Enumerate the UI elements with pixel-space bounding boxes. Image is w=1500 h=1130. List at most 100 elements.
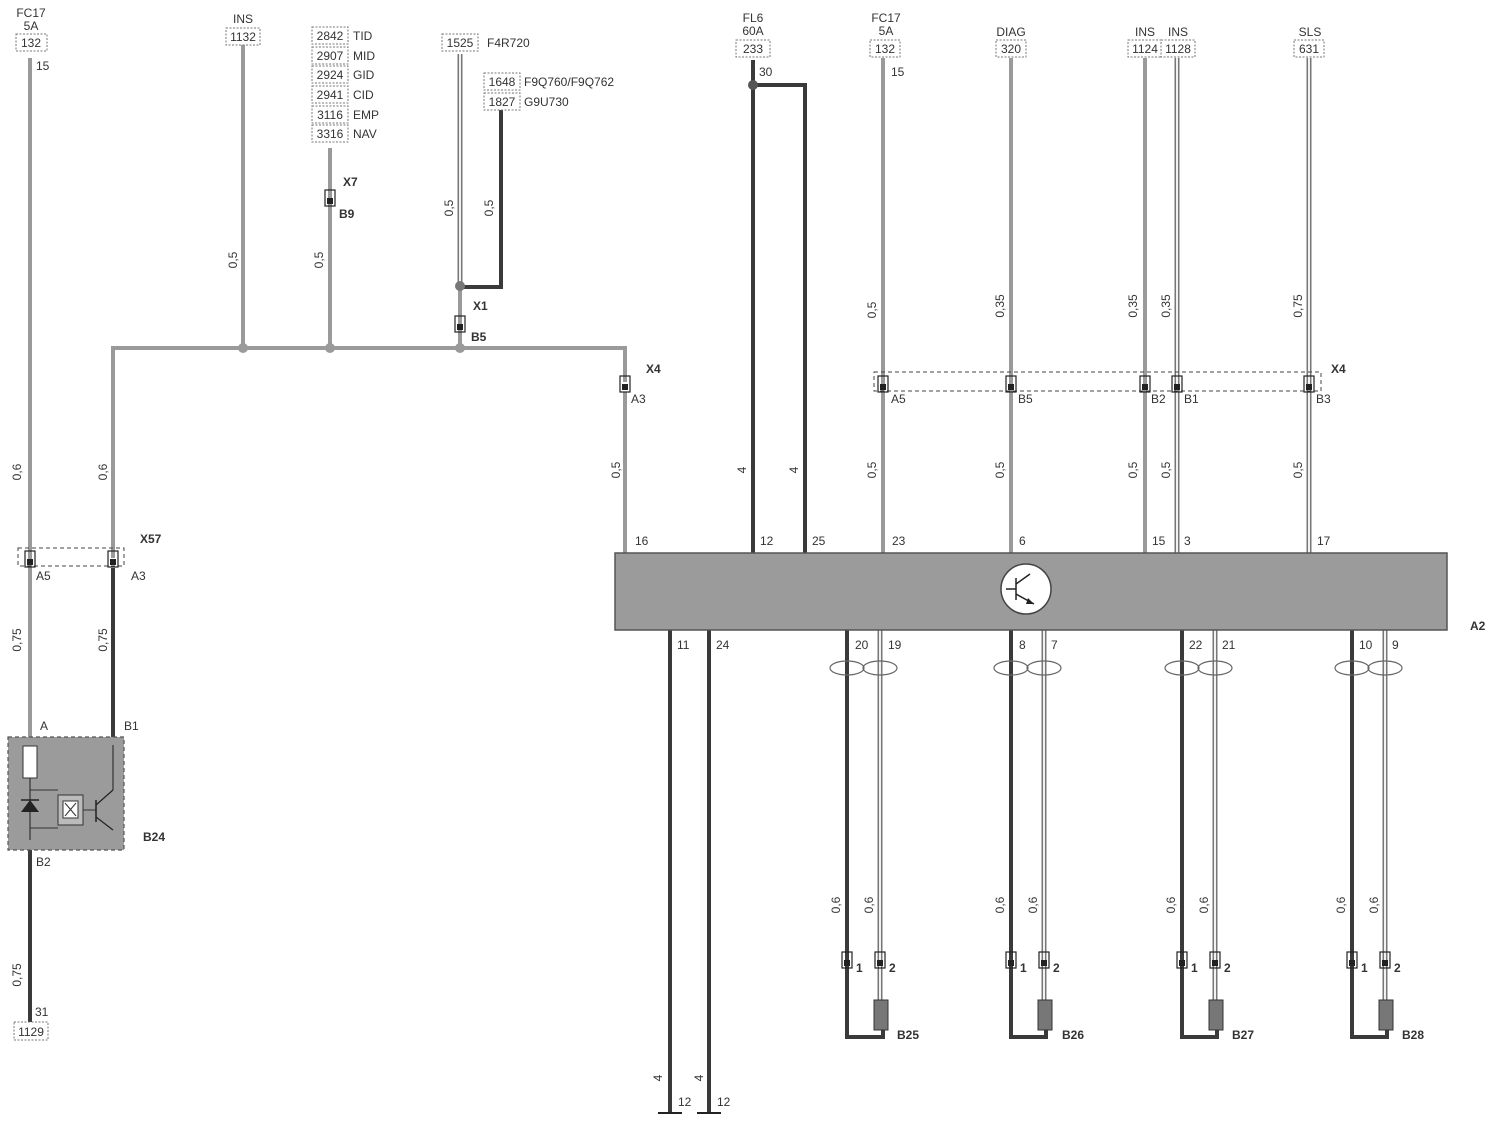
connector-symbols bbox=[24, 189, 1391, 969]
svg-text:0,5: 0,5 bbox=[1291, 461, 1305, 478]
x4-right-group bbox=[873, 371, 1322, 392]
x57-group bbox=[17, 547, 125, 567]
sensor-pin: 2 bbox=[1053, 961, 1060, 975]
svg-text:0,6: 0,6 bbox=[1334, 896, 1348, 913]
svg-text:0,35: 0,35 bbox=[1159, 294, 1173, 318]
label-sls: SLS bbox=[1299, 25, 1322, 39]
connector-label-x7: X7 bbox=[343, 175, 358, 189]
pin-number: 6 bbox=[1019, 534, 1026, 548]
svg-text:EMP: EMP bbox=[353, 108, 379, 122]
label-fc17-right-1: FC17 bbox=[871, 11, 901, 25]
svg-text:4: 4 bbox=[651, 1074, 665, 1081]
pin-number: 19 bbox=[888, 638, 902, 652]
pin-number: 12 bbox=[717, 1095, 731, 1109]
label-f9q: F9Q760/F9Q762 bbox=[524, 75, 614, 89]
box-320: 320 bbox=[1001, 42, 1021, 56]
svg-text:0,6: 0,6 bbox=[96, 463, 110, 480]
pin-number: 8 bbox=[1019, 638, 1026, 652]
box-132-left: 132 bbox=[21, 36, 41, 50]
connector-label-x57: X57 bbox=[140, 532, 162, 546]
pin-number: 25 bbox=[812, 534, 826, 548]
pin-number: 30 bbox=[759, 65, 773, 79]
pin-number: 7 bbox=[1051, 638, 1058, 652]
clock-icon bbox=[1000, 563, 1052, 615]
pin-number: 15 bbox=[891, 65, 905, 79]
svg-text:0,5: 0,5 bbox=[226, 251, 240, 268]
svg-text:0,5: 0,5 bbox=[312, 251, 326, 268]
wire-fl6-loop bbox=[753, 83, 807, 553]
svg-text:0,5: 0,5 bbox=[865, 301, 879, 318]
pin-number: 9 bbox=[1392, 638, 1399, 652]
connector-label-a3x57: A3 bbox=[131, 569, 146, 583]
connector-label-b5x4: B5 bbox=[1018, 392, 1033, 406]
pin-number: 21 bbox=[1222, 638, 1236, 652]
sensor-pin: 2 bbox=[1394, 961, 1401, 975]
box-1132: 1132 bbox=[230, 30, 256, 44]
sensor-pin: 1 bbox=[1020, 961, 1027, 975]
svg-text:0,6: 0,6 bbox=[1367, 896, 1381, 913]
wire-1648 bbox=[460, 110, 503, 289]
b24-pin-b2: B2 bbox=[36, 855, 51, 869]
pin-number: 23 bbox=[892, 534, 906, 548]
svg-text:2941: 2941 bbox=[317, 88, 344, 102]
label-fl6-1: FL6 bbox=[743, 11, 764, 25]
wire-b25-1 bbox=[845, 630, 885, 1039]
sensor-b26 bbox=[1037, 999, 1053, 1031]
connector-label-b1: B1 bbox=[1184, 392, 1199, 406]
junction-dot bbox=[455, 281, 465, 291]
pin-number: 12 bbox=[760, 534, 774, 548]
label-diag: DIAG bbox=[996, 25, 1025, 39]
box-132-right: 132 bbox=[875, 42, 895, 56]
svg-text:0,5: 0,5 bbox=[993, 461, 1007, 478]
svg-text:0,5: 0,5 bbox=[865, 461, 879, 478]
wire-b28-1 bbox=[1350, 630, 1389, 1039]
component-label-b26: B26 bbox=[1062, 1028, 1084, 1042]
svg-text:CID: CID bbox=[353, 88, 374, 102]
sensor-pin: 2 bbox=[1224, 961, 1231, 975]
box-1648: 1648 bbox=[489, 75, 516, 89]
box-1827: 1827 bbox=[489, 95, 516, 109]
pin-number: 10 bbox=[1359, 638, 1373, 652]
pin-number: 24 bbox=[716, 638, 730, 652]
svg-text:0,5: 0,5 bbox=[609, 461, 623, 478]
pin-number: 31 bbox=[35, 1005, 49, 1019]
svg-text:3316: 3316 bbox=[317, 127, 344, 141]
label-ins-1132: INS bbox=[233, 12, 253, 26]
wire-bus bbox=[111, 346, 627, 558]
component-label-b25: B25 bbox=[897, 1028, 919, 1042]
svg-text:TID: TID bbox=[353, 29, 373, 43]
wire-size-labels: 0,6 0,75 0,75 0,6 0,75 0,5 0,5 0,5 0,5 0… bbox=[10, 199, 1381, 1081]
svg-text:0,35: 0,35 bbox=[1126, 294, 1140, 318]
connector-label-b2: B2 bbox=[1151, 392, 1166, 406]
module-b24 bbox=[7, 736, 125, 851]
pin-number: 20 bbox=[855, 638, 869, 652]
component-label-b28: B28 bbox=[1402, 1028, 1424, 1042]
svg-text:MID: MID bbox=[353, 49, 375, 63]
component-label-a2: A2 bbox=[1470, 619, 1486, 633]
pin-number: 12 bbox=[678, 1095, 692, 1109]
svg-text:0,75: 0,75 bbox=[1291, 294, 1305, 318]
svg-text:0,5: 0,5 bbox=[442, 199, 456, 216]
connector-label-b3: B3 bbox=[1316, 392, 1331, 406]
label-fc17-right-2: 5A bbox=[879, 24, 894, 38]
junction-dot bbox=[748, 80, 758, 90]
label-ins-1128: INS bbox=[1168, 25, 1188, 39]
connector-label-x1: X1 bbox=[473, 299, 488, 313]
connector-label-b5: B5 bbox=[471, 330, 487, 344]
pin-number: 17 bbox=[1317, 534, 1331, 548]
svg-text:0,6: 0,6 bbox=[1026, 896, 1040, 913]
svg-text:0,6: 0,6 bbox=[862, 896, 876, 913]
label-f4r720: F4R720 bbox=[487, 36, 530, 50]
label-fl6-2: 60A bbox=[742, 24, 763, 38]
box-631: 631 bbox=[1299, 42, 1319, 56]
junction-dot bbox=[325, 343, 335, 353]
svg-text:4: 4 bbox=[735, 466, 749, 473]
svg-text:3116: 3116 bbox=[317, 108, 343, 122]
sensor-pin: 2 bbox=[889, 961, 896, 975]
component-label-b27: B27 bbox=[1232, 1028, 1254, 1042]
svg-text:0,5: 0,5 bbox=[482, 199, 496, 216]
connector-label-x4b: X4 bbox=[1331, 362, 1346, 376]
svg-text:0,75: 0,75 bbox=[10, 963, 24, 987]
code-list: 2842 2907 2924 2941 3116 3316 TID MID GI… bbox=[311, 26, 379, 143]
svg-text:2924: 2924 bbox=[317, 68, 344, 82]
